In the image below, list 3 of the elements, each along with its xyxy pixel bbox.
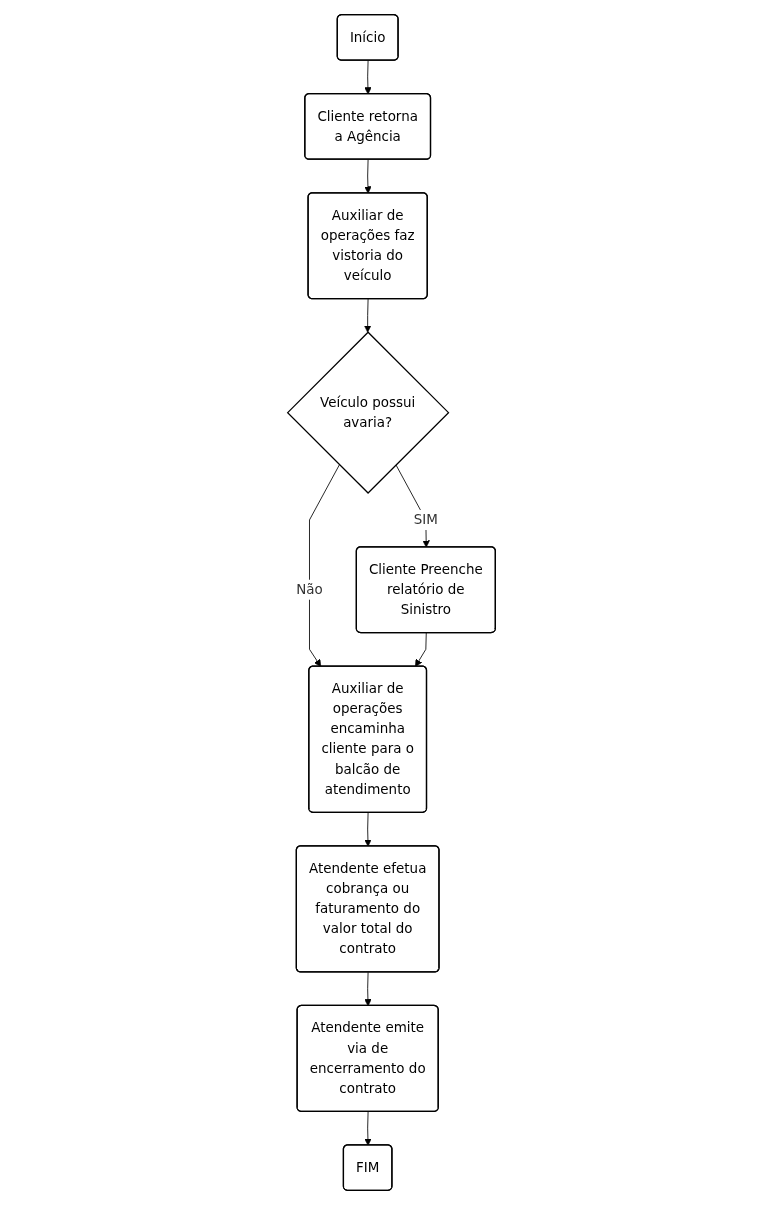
node-diamond: Veículo possui avaria? [286, 331, 450, 494]
edge-label: Não [296, 581, 323, 598]
edge-label: SIM [413, 511, 438, 528]
